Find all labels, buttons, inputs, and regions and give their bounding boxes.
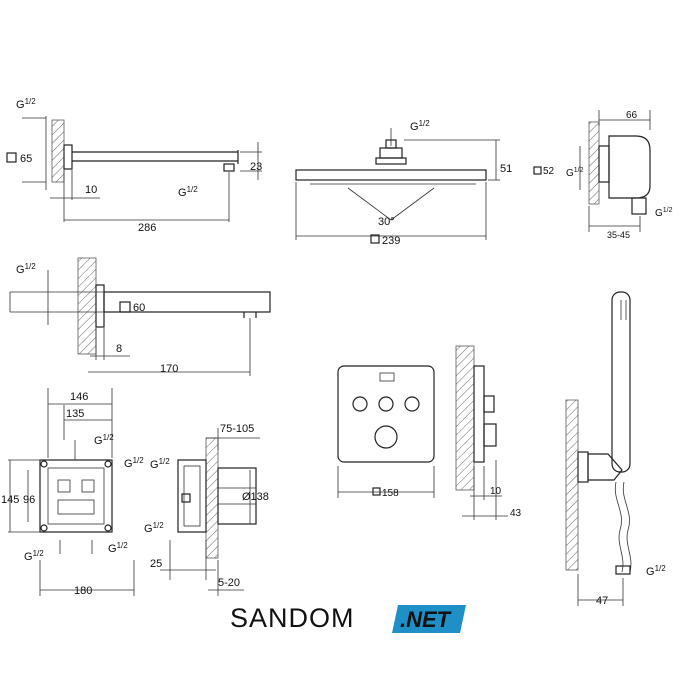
side-diameter-label: Ø138: [242, 491, 269, 503]
sandom-watermark: SANDOM .NET: [230, 603, 466, 633]
box-thread-bottom-right-label: G1/2: [108, 541, 128, 555]
spout-offset-label: 8: [116, 343, 122, 355]
hand-offset-label: 47: [596, 595, 608, 607]
outlet-thread-label: G1/2: [566, 167, 584, 179]
watermark-brand: SANDOM: [230, 603, 355, 633]
arm-length-label: 286: [138, 222, 156, 234]
watermark-suffix: .NET: [400, 607, 452, 632]
arm-square-label: 65: [20, 153, 32, 165]
thermostat-plate-view: 158: [337, 365, 435, 499]
hand-thread-label: G1/2: [646, 564, 666, 578]
bath-spout-view: 60 G1/2 8 170: [9, 257, 271, 376]
outlet-thread-bottom-label: G1/2: [655, 207, 673, 219]
plate-wall-label: 43: [510, 508, 522, 519]
side-thread-top-label: G1/2: [150, 457, 170, 471]
shower-arm-view: G1/2 65 23 10 G1/2 286: [6, 97, 262, 234]
arm-outlet-thread-label: G1/2: [178, 185, 198, 199]
outlet-depth-label: 35-45: [607, 230, 630, 240]
box-thread-top-label: G1/2: [94, 433, 114, 447]
outlet-square-label: 52: [543, 166, 555, 177]
arm-offset-label: 10: [85, 184, 97, 196]
arm-thread-label: G1/2: [16, 97, 36, 111]
side-base-label: 25: [150, 558, 162, 570]
wall-outlet-view: 66 52 G1/2 G1/2 35-45: [533, 110, 673, 240]
box-width-total-label: 180: [74, 585, 92, 597]
hand-shower-view: G1/2 47: [565, 291, 666, 607]
box-thread-right-label: G1/2: [124, 456, 144, 470]
box-width-outer-label: 146: [70, 391, 88, 403]
plate-side-view: 10 43: [455, 345, 522, 520]
side-depth-label: 75-105: [220, 423, 254, 435]
head-angle-label: 30°: [378, 216, 395, 228]
head-shower-view: 30° G1/2 51 239: [295, 119, 512, 247]
head-size-label: 239: [382, 235, 400, 247]
box-height-inner-label: 96: [23, 494, 35, 506]
side-range-label: 5-20: [218, 577, 240, 589]
head-thread-label: G1/2: [410, 119, 430, 133]
box-thread-bottom-left-label: G1/2: [24, 549, 44, 563]
spout-square-label: 60: [133, 302, 145, 314]
outlet-width-label: 66: [626, 110, 638, 121]
mounting-box-side-view: 75-105 Ø138 G1/2 G1/2 25 5-20: [144, 423, 269, 596]
box-width-inner-label: 135: [66, 408, 84, 420]
spout-length-label: 170: [160, 363, 178, 375]
side-thread-bottom-label: G1/2: [144, 521, 164, 535]
head-height-label: 51: [500, 163, 512, 175]
spout-thread-label: G1/2: [16, 262, 36, 276]
box-height-outer-label: 145: [1, 494, 19, 506]
plate-size-label: 158: [382, 488, 399, 499]
arm-height-label: 23: [250, 161, 262, 173]
mounting-box-front-view: 146 135 G1/2 G1/2 145 96 G1/2 G1/2 180: [1, 388, 144, 597]
